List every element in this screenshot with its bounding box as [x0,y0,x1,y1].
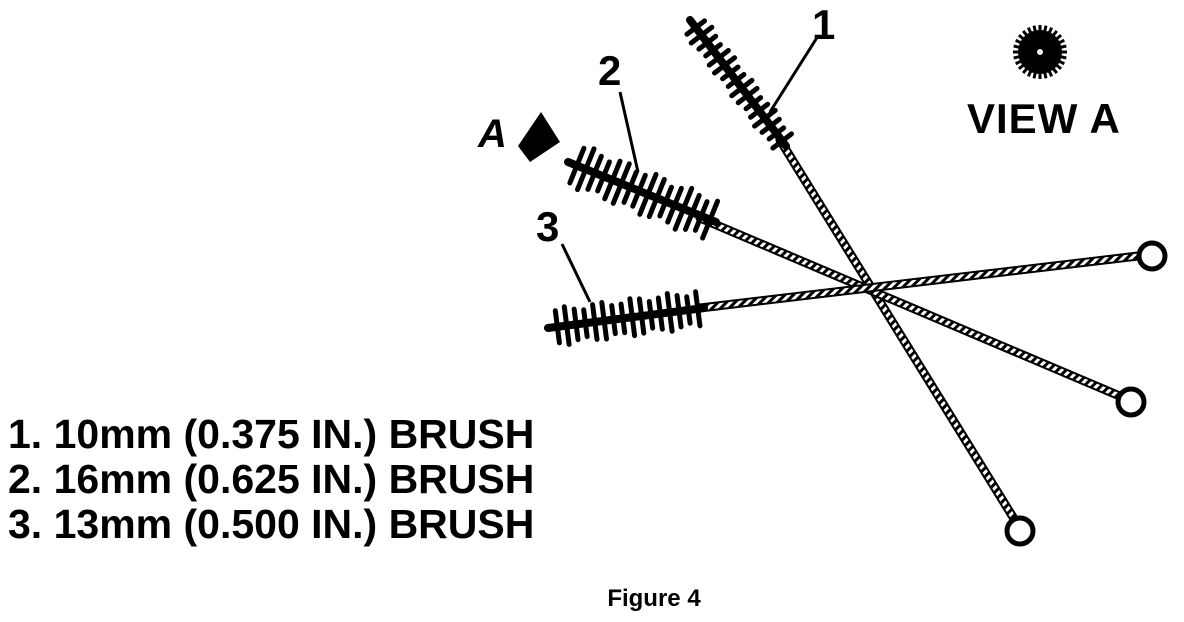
brush-1 [684,16,1036,547]
callout-view-arrow: A [478,112,507,156]
brush-1-loop [1004,515,1036,547]
callout-brush-1: 1 [812,1,836,48]
legend-item: 3. 13mm (0.500 IN.) BRUSH [8,501,535,547]
callout-brush-2: 2 [598,47,622,94]
leader-line-1 [768,35,820,113]
brush-2-loop [1115,386,1147,418]
figure-caption: Figure 4 [607,585,701,612]
brush-3 [544,240,1168,347]
legend-item: 1. 10mm (0.375 IN.) BRUSH [8,411,535,457]
brush-1-bristles [684,16,795,151]
legend: 1. 10mm (0.375 IN.) BRUSH 2. 16mm (0.625… [8,412,534,547]
callout-brush-3: 3 [536,203,560,250]
legend-item: 2. 16mm (0.625 IN.) BRUSH [8,456,535,502]
view-a-arrow-icon [518,112,560,162]
brush-2-bristles [564,145,721,241]
brush-2 [564,145,1147,418]
brush-3-loop [1136,240,1168,272]
brush-3-bristles [544,289,708,347]
view-a-label: VIEW A [967,95,1121,142]
view-a-brush-end-icon [1013,25,1067,79]
leader-line-2 [618,91,640,173]
leader-line-3 [560,243,592,303]
